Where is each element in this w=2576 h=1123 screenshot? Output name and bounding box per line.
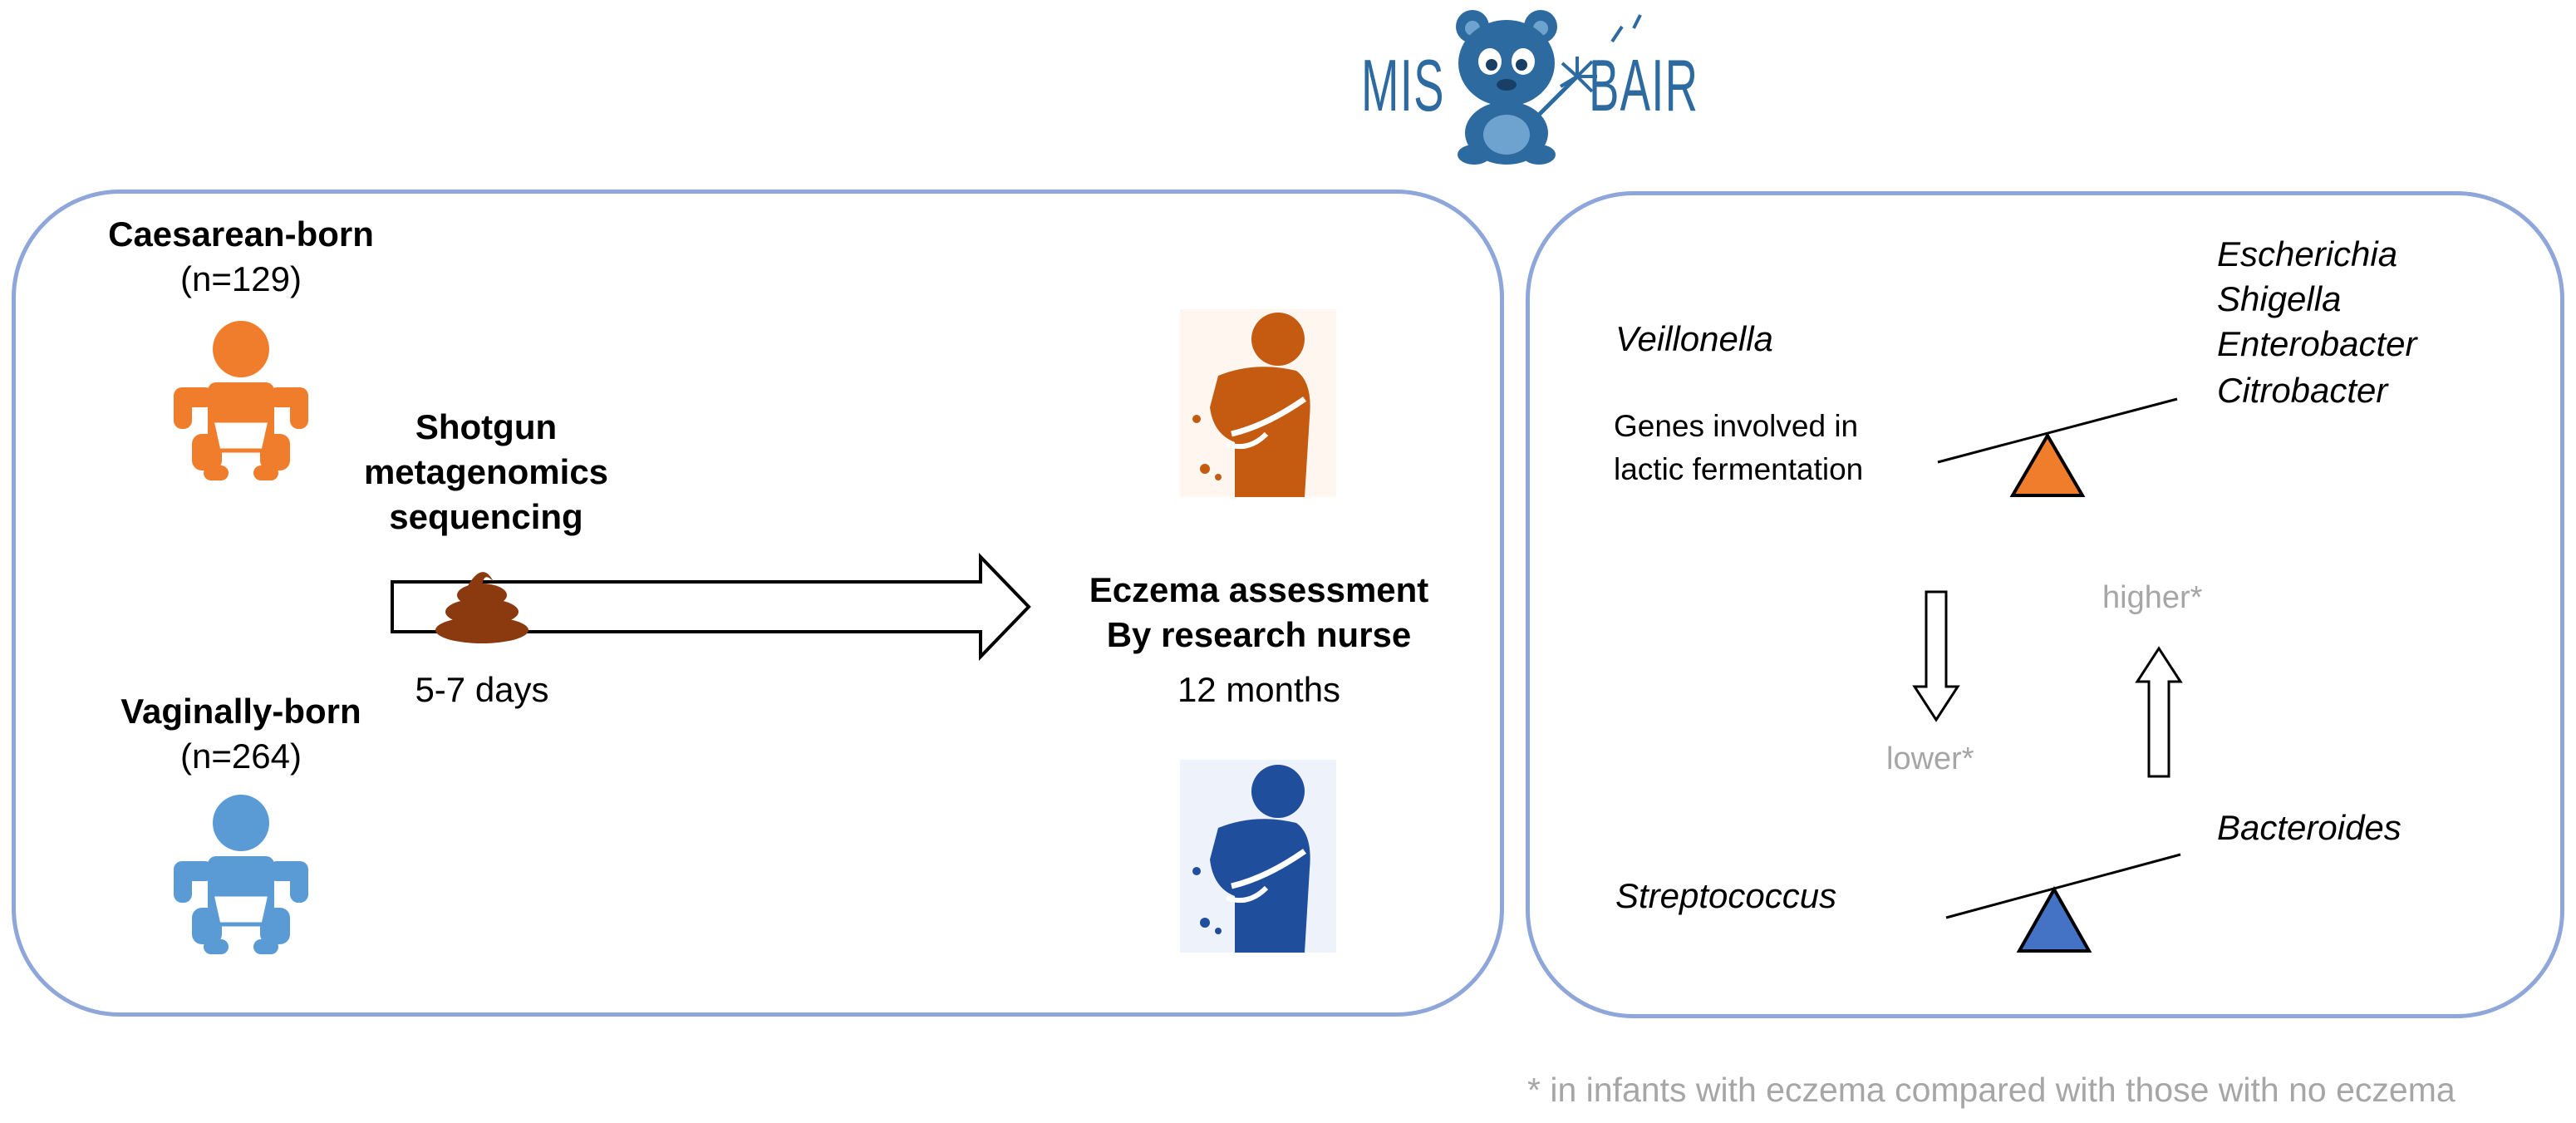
findings-panel [1526,191,2564,1018]
streptococcus-label: Streptococcus [1615,876,1837,915]
sample-time-label: 5-7 days [415,670,549,709]
seesaw-top [1937,397,2178,497]
footnote: * in infants with eczema compared with t… [1527,1071,2456,1109]
stool-sample-icon [435,572,528,643]
logo-text-right: BAIR [1589,44,1699,126]
assessment-time-label: 12 months [1177,670,1341,709]
citrobacter-label: Citrobacter [2217,371,2388,410]
vaginal-count: (n=264) [180,736,302,776]
veillonella-label: Veillonella [1615,319,1773,358]
fulcrum-top-triangle [2009,432,2086,497]
assessment-label-line2: By research nurse [1106,615,1412,654]
escherichia-label: Escherichia [2217,234,2398,273]
sequencing-label-line3: sequencing [389,497,583,536]
study-design-panel [12,190,1504,1017]
eczema-scratching-icon-orange [1180,309,1336,497]
shigella-label: Shigella [2217,279,2342,318]
teddy-bear-icon [1456,10,1642,165]
assessment-label-line1: Eczema assessment [1089,570,1429,609]
lower-label: lower* [1886,741,1974,776]
genes-label-line2: lactic fermentation [1614,452,1864,486]
higher-label: higher* [2102,580,2203,615]
lower-arrow [1912,590,1960,722]
caesarean-count: (n=129) [180,259,302,298]
higher-arrow [2135,646,2183,778]
vaginally-born-label: Vaginally-born [120,692,361,731]
caesarean-baby-icon [174,321,308,480]
logo-text-left: MIS [1361,44,1445,126]
sequencing-label-line1: Shotgun [415,407,558,446]
sequencing-label-line2: metagenomics [363,452,609,491]
eczema-scratching-icon-blue [1180,760,1336,953]
vaginal-baby-icon [174,795,308,954]
bacteroides-label: Bacteroides [2217,808,2401,847]
fulcrum-bottom-triangle [2016,885,2092,953]
genes-label-line1: Genes involved in [1614,409,1859,443]
misbair-logo: MIS BAIR [1354,8,1703,166]
enterobacter-label: Enterobacter [2217,324,2417,363]
seesaw-bottom [1945,853,2181,953]
caesarean-born-label: Caesarean-born [108,214,374,254]
